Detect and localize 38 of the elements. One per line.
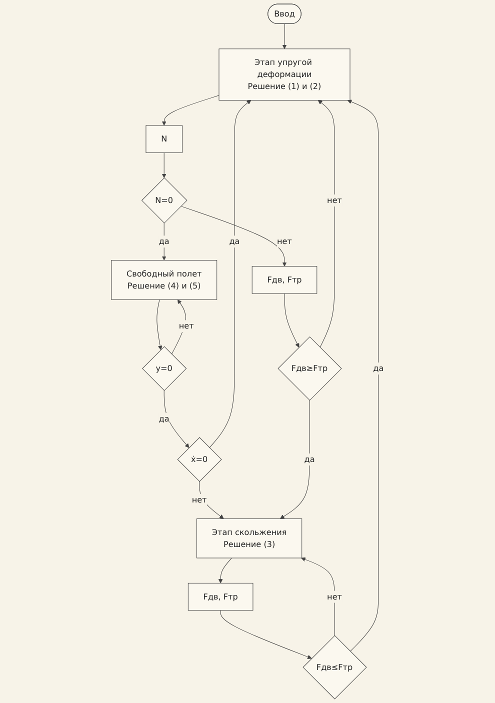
node-diamond: Fдв≤Fтр xyxy=(302,635,367,700)
arrow xyxy=(280,400,310,519)
node-box: N xyxy=(146,125,182,153)
arrow xyxy=(284,293,300,348)
edge-label: нет xyxy=(178,321,194,331)
edge-label: да xyxy=(229,236,240,246)
arrow xyxy=(218,558,232,584)
arrow xyxy=(301,557,335,636)
arrow xyxy=(162,152,166,178)
arrow xyxy=(209,100,252,448)
arrow xyxy=(164,390,190,448)
node-box: Этап упругой деформации Решение (1) и (2) xyxy=(218,48,350,101)
arrow xyxy=(282,24,287,50)
edge-label: нет xyxy=(327,195,342,205)
node-box: Этап скольжения Решение (3) xyxy=(196,518,302,558)
arrow xyxy=(156,299,162,350)
arrow xyxy=(220,610,312,660)
edge-label: нет xyxy=(277,236,292,246)
arrow xyxy=(171,299,186,354)
node-diamond: Fдв≥Fтр xyxy=(278,336,342,401)
arrow xyxy=(347,100,379,652)
edge-label: да xyxy=(158,414,170,424)
node-diamond: ẋ=0 xyxy=(177,437,222,482)
node-box: Свободный полет Решение (4) и (5) xyxy=(111,260,218,300)
edge-label: да xyxy=(373,364,384,374)
edge-label: да xyxy=(158,236,170,246)
node-box: Fдв, Fтр xyxy=(252,266,318,294)
edge-label: нет xyxy=(192,495,207,505)
arrow xyxy=(180,206,287,267)
arrow xyxy=(162,222,166,260)
node-diamond: y=0 xyxy=(142,346,187,391)
edge-label: нет xyxy=(327,592,342,602)
node-diamond: N=0 xyxy=(141,178,188,224)
edge-label: да xyxy=(304,454,315,464)
arrow xyxy=(318,100,335,348)
arrow xyxy=(162,95,220,126)
node-box: Fдв, Fтр xyxy=(188,582,254,611)
arrow xyxy=(199,481,224,519)
